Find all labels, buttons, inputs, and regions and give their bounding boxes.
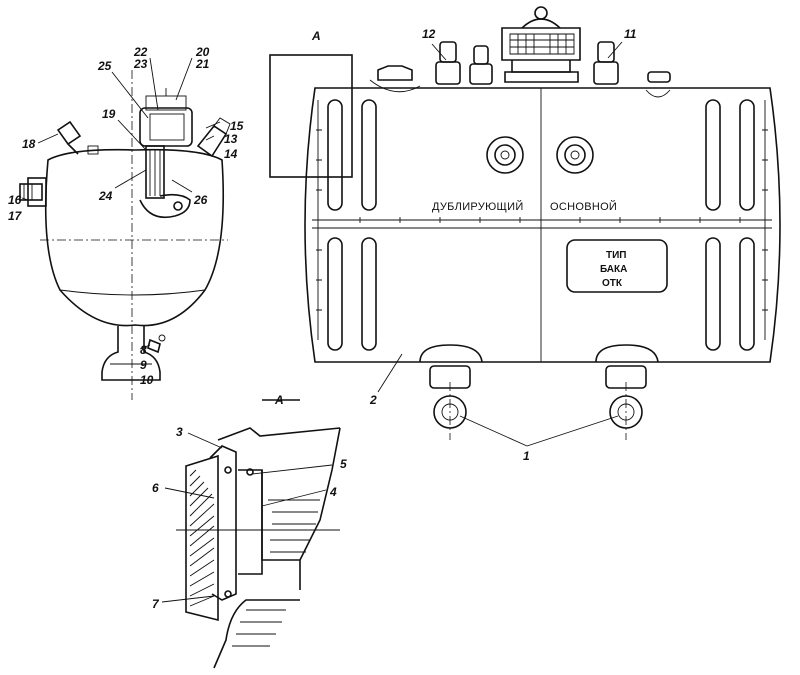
callout-label: 25 bbox=[97, 59, 112, 73]
inscription-main: ОСНОВНОЙ bbox=[550, 200, 617, 213]
callout-label: 7 bbox=[152, 597, 160, 611]
callout-label: 1 bbox=[523, 449, 530, 463]
plate-line-type: ТИП bbox=[606, 250, 626, 261]
callout-label: 26 bbox=[193, 193, 208, 207]
callout-label: 12 bbox=[422, 27, 436, 41]
tank-side-view bbox=[19, 70, 231, 400]
inscription-duplicating: ДУБЛИРУЮЩИЙ bbox=[432, 200, 524, 213]
plate-line-tank: БАКА bbox=[600, 264, 627, 275]
section-view-title: А bbox=[274, 393, 284, 407]
plate-line-otk: ОТК bbox=[602, 278, 623, 289]
callout-label: 9 bbox=[140, 358, 147, 372]
callout-label: 19 bbox=[102, 107, 116, 121]
callout-label: 6 bbox=[152, 481, 159, 495]
callout-label: 10 bbox=[140, 373, 154, 387]
main-view-text: А ДУБЛИРУЮЩИЙ ОСНОВНОЙ ТИП БАКА ОТК А bbox=[274, 29, 627, 407]
callout-label: 13 bbox=[224, 132, 238, 146]
callout-label: 8 bbox=[140, 343, 147, 357]
callout-label: 15 bbox=[230, 119, 244, 133]
callout-label: 22 bbox=[133, 45, 148, 59]
callout-label: 20 bbox=[195, 45, 210, 59]
callout-label: 4 bbox=[329, 485, 337, 499]
callout-labels-main: 12 11 2 1 bbox=[369, 27, 637, 463]
callout-label: 3 bbox=[176, 425, 183, 439]
callout-label: 5 bbox=[340, 457, 347, 471]
section-view-leaders bbox=[161, 432, 333, 603]
callout-label: 16 bbox=[8, 193, 22, 207]
side-view-leaders bbox=[21, 57, 221, 350]
section-marker-a: А bbox=[311, 29, 321, 43]
tank-main-view bbox=[269, 6, 781, 440]
callout-label: 24 bbox=[98, 189, 113, 203]
callout-label: 11 bbox=[624, 27, 637, 41]
callout-label: 21 bbox=[195, 57, 210, 71]
callout-label: 18 bbox=[22, 137, 36, 151]
main-view-leaders bbox=[377, 41, 623, 447]
callout-labels-side: 22 23 20 21 25 19 15 13 14 18 24 26 16 1… bbox=[8, 45, 244, 387]
callout-label: 2 bbox=[369, 393, 377, 407]
section-view-a bbox=[176, 399, 341, 669]
callout-label: 14 bbox=[224, 147, 238, 161]
callout-label: 17 bbox=[8, 209, 23, 223]
callout-labels-section: 3 5 6 4 7 bbox=[152, 425, 347, 611]
callout-label: 23 bbox=[133, 57, 148, 71]
